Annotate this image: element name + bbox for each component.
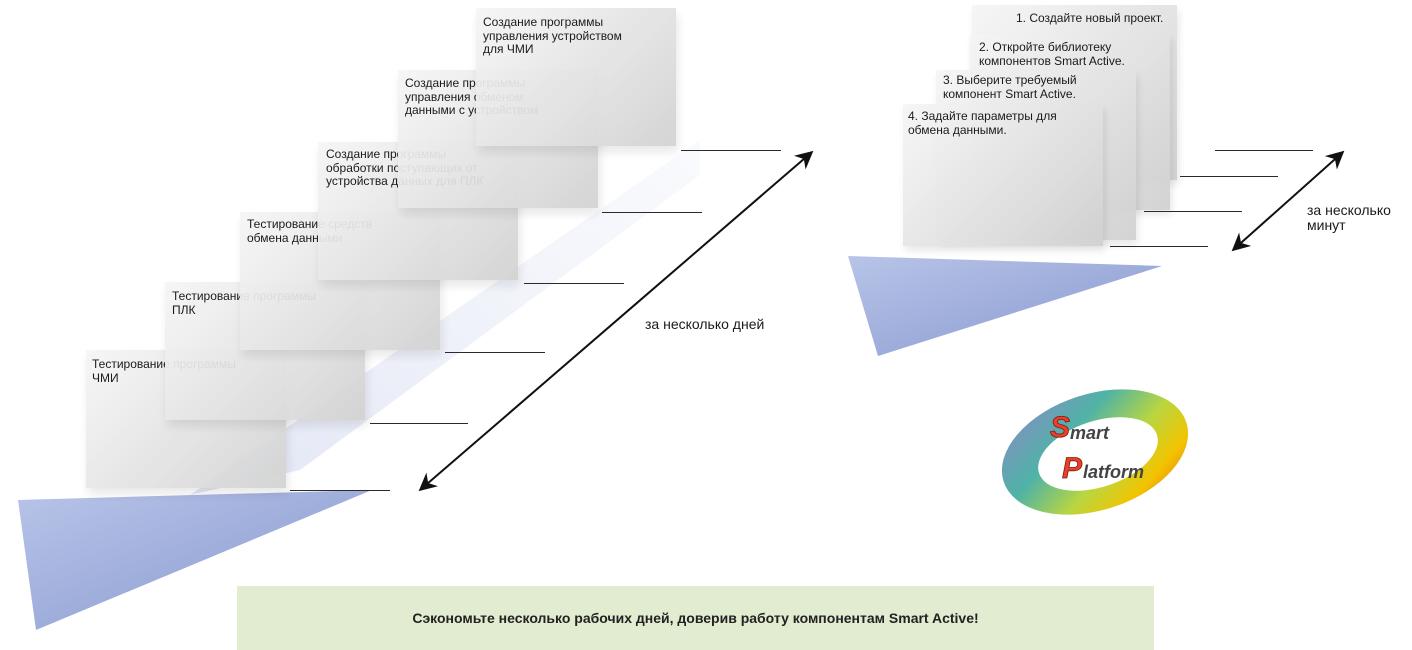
- left-step-line-6: [681, 150, 781, 151]
- logo-word-mart: mart: [1070, 423, 1110, 443]
- right-step-text-3: 3. Выберите требуемый компонент Smart Ac…: [943, 73, 1077, 101]
- right-duration-arrow: [1231, 150, 1345, 252]
- left-duration-arrow: [418, 150, 814, 492]
- smart-platform-logo: S mart P latform: [1001, 389, 1189, 515]
- left-duration-label: за несколько дней: [645, 316, 765, 332]
- left-step-card-6: [476, 8, 676, 146]
- banner-text: Сэкономьте несколько рабочих дней, довер…: [412, 610, 979, 626]
- bottom-banner: Сэкономьте несколько рабочих дней, довер…: [237, 586, 1154, 650]
- left-step-text-6: Создание программы управления устройство…: [483, 15, 622, 56]
- right-step-text-1: 1. Создайте новый проект.: [1016, 11, 1164, 25]
- right-duration-label: за несколько минут: [1307, 202, 1391, 233]
- right-step-text-2: 2. Откройте библиотеку компонентов Smart…: [979, 40, 1125, 68]
- right-step-card-4: [903, 104, 1103, 246]
- logo-initial-s: S: [1050, 411, 1070, 444]
- right-step-line-2: [1180, 176, 1278, 177]
- logo-word-latform: latform: [1083, 462, 1144, 482]
- right-step-line-4: [1110, 246, 1208, 247]
- left-step-line-1: [290, 490, 390, 491]
- right-wedge: [848, 256, 1162, 356]
- right-step-text-4: 4. Задайте параметры для обмена данными.: [908, 109, 1057, 137]
- right-step-line-1: [1215, 150, 1313, 151]
- right-step-line-3: [1144, 211, 1242, 212]
- logo-initial-p: P: [1062, 452, 1083, 485]
